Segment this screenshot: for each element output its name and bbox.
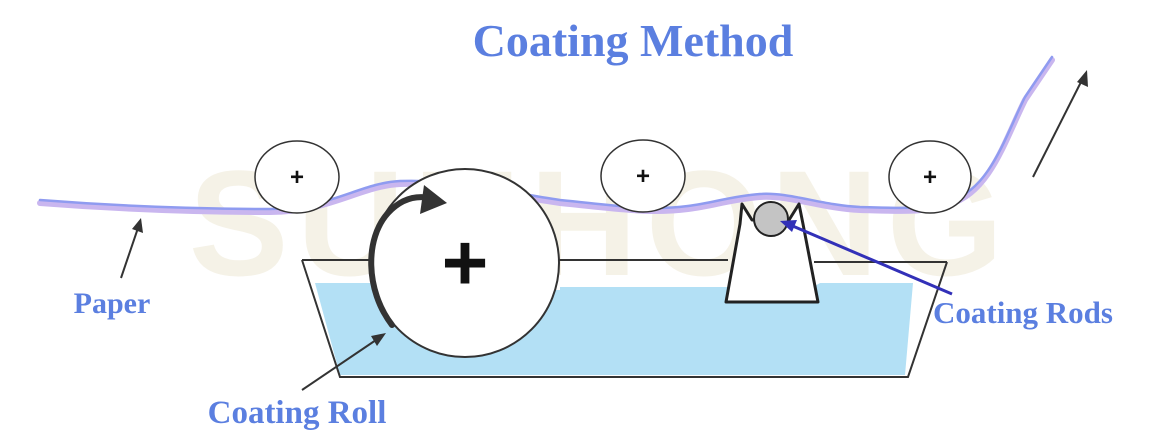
label-coating-rods: Coating Rods	[933, 295, 1113, 330]
coating-roll-pointer-head-icon	[371, 333, 386, 346]
guide-roll-left: +	[254, 140, 340, 214]
paper-pointer	[120, 227, 139, 279]
coating-rods-pointer	[787, 222, 953, 296]
coating-trough	[301, 259, 948, 378]
rotation-arrow-icon	[368, 194, 433, 328]
guide-roll-right-symbol: +	[923, 164, 937, 191]
guide-roll-right: +	[888, 140, 972, 214]
coating-rods-pointer-head-icon	[780, 220, 797, 232]
coating-roll: +	[368, 168, 560, 358]
diagram-title: Coating Method	[473, 15, 794, 66]
label-coating-roll: Coating Roll	[208, 395, 387, 431]
rotation-arrow-head-icon	[420, 185, 447, 214]
guide-roll-middle: +	[600, 139, 686, 213]
coating-rod	[753, 201, 789, 237]
guide-roll-left-symbol: +	[290, 164, 304, 191]
guide-roll-middle-symbol: +	[636, 163, 650, 190]
paper-pointer-head-icon	[132, 218, 143, 233]
coating-roll-pointer	[301, 339, 377, 391]
label-paper: Paper	[74, 287, 151, 320]
exit-direction-arrow-icon	[1077, 70, 1088, 87]
exit-direction-line	[1032, 79, 1083, 178]
coating-roll-symbol: +	[442, 218, 489, 307]
